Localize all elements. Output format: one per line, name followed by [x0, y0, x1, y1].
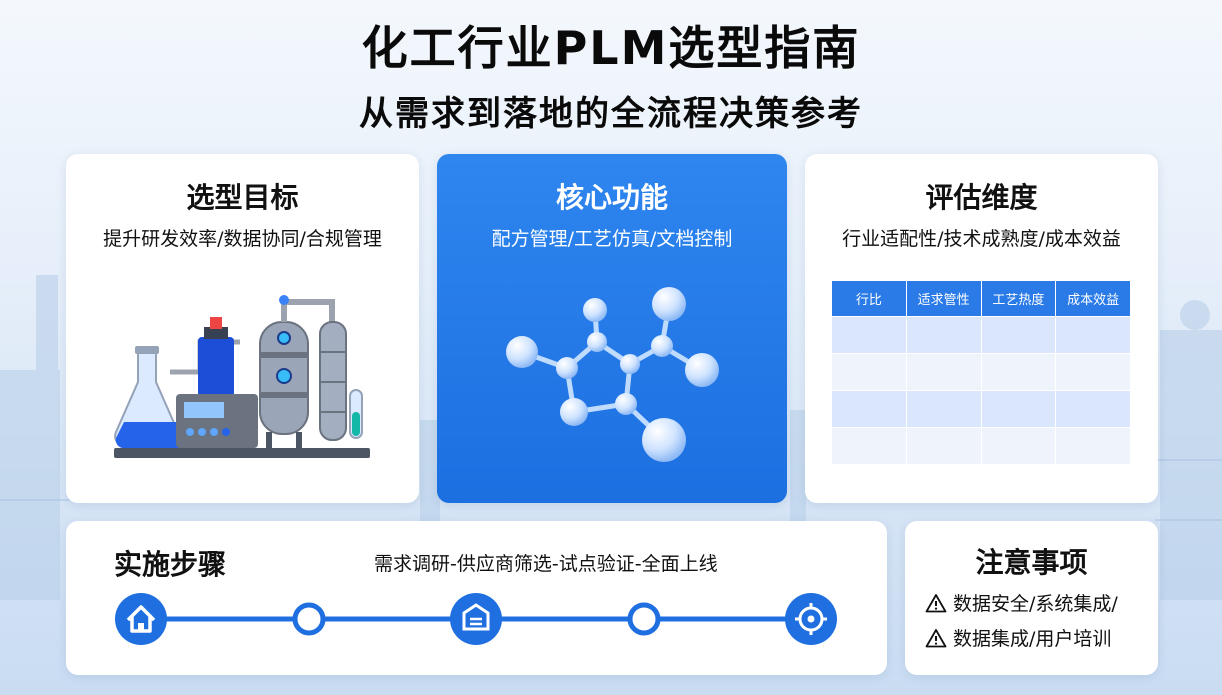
eval-subtitle: 行业适配性/技术成熟度/成本效益: [842, 228, 1121, 250]
table-row: [831, 427, 1131, 465]
core-title: 核心功能: [555, 181, 668, 214]
step-node: [627, 602, 661, 636]
table-row: [831, 316, 1131, 354]
note-item: 数据集成/用户培训: [925, 624, 1111, 651]
table-cell: [1055, 427, 1131, 465]
table-cell: [980, 353, 1057, 391]
step-node: [292, 602, 326, 636]
table-cell: [1055, 316, 1131, 354]
table-cell: [831, 353, 907, 391]
table-cell: [905, 316, 982, 354]
implementation-steps-card: 实施步骤 需求调研-供应商筛选-试点验证-全面上线: [66, 521, 887, 675]
core-features-card: 核心功能 配方管理/工艺仿真/文档控制: [437, 154, 787, 503]
table-header-cell: 成本效益: [1055, 280, 1131, 317]
table-cell: [831, 390, 907, 428]
core-subtitle: 配方管理/工艺仿真/文档控制: [491, 228, 733, 250]
note-text: 数据集成/用户培训: [953, 628, 1112, 650]
table-row: [831, 353, 1131, 391]
box-icon: [450, 593, 502, 645]
note-text: 数据安全/系统集成/: [953, 593, 1118, 615]
target-icon: [785, 593, 837, 645]
warning-icon: [925, 628, 947, 647]
table-header-cell: 工艺热度: [980, 280, 1057, 317]
table-cell: [831, 316, 907, 354]
evaluation-table: 行比 适求管性 工艺热度 成本效益: [831, 280, 1131, 465]
table-header-cell: 适求管性: [905, 280, 982, 317]
table-cell: [1055, 353, 1131, 391]
eval-title: 评估维度: [925, 181, 1038, 214]
table-cell: [831, 427, 907, 465]
notes-card: 注意事项 数据安全/系统集成/ 数据集成/用户培训: [905, 521, 1158, 675]
goal-title: 选型目标: [186, 181, 299, 214]
note-item: 数据安全/系统集成/: [925, 589, 1118, 616]
notes-title: 注意事项: [975, 546, 1088, 579]
table-header-row: 行比 适求管性 工艺热度 成本效益: [831, 280, 1131, 317]
table-cell: [980, 390, 1057, 428]
table-header-cell: 行比: [831, 280, 907, 317]
steps-title: 实施步骤: [114, 548, 227, 581]
table-cell: [980, 427, 1057, 465]
molecule-icon: [506, 287, 719, 462]
chemical-plant-icon: [114, 295, 370, 458]
table-cell: [905, 353, 982, 391]
table-cell: [905, 427, 982, 465]
page-title: 化工行业PLM选型指南: [361, 21, 861, 75]
table-cell: [1055, 390, 1131, 428]
table-row: [831, 390, 1131, 428]
evaluation-card: 评估维度 行业适配性/技术成熟度/成本效益 行比 适求管性 工艺热度 成本效益: [805, 154, 1158, 503]
page-subtitle: 从需求到落地的全流程决策参考: [359, 94, 863, 134]
goal-subtitle: 提升研发效率/数据协同/合规管理: [103, 228, 382, 250]
home-icon: [115, 593, 167, 645]
goal-card: 选型目标 提升研发效率/数据协同/合规管理: [66, 154, 419, 503]
warning-icon: [925, 593, 947, 612]
table-cell: [905, 390, 982, 428]
steps-timeline: [115, 593, 837, 645]
table-cell: [980, 316, 1057, 354]
steps-description: 需求调研-供应商筛选-试点验证-全面上线: [374, 553, 718, 575]
